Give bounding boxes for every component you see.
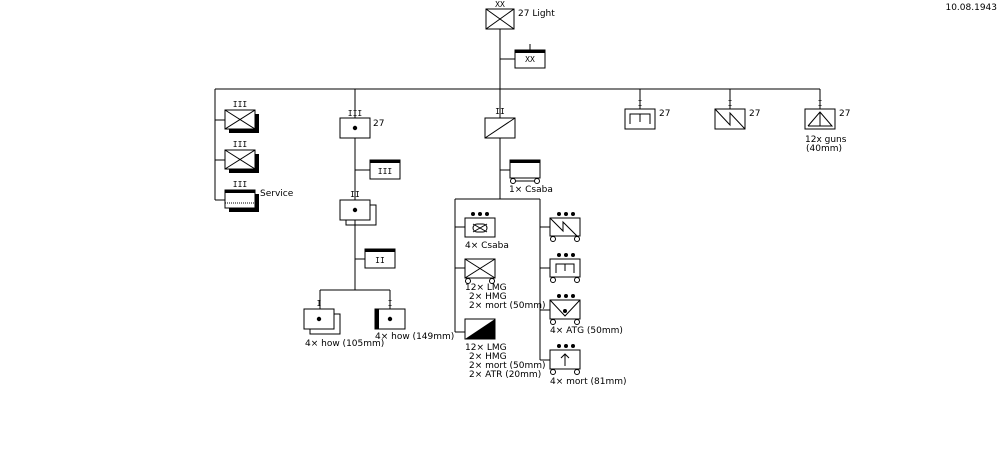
aa-label: 27 xyxy=(839,109,850,119)
engineer-company xyxy=(624,108,656,130)
artillery-regiment-label: 27 xyxy=(373,119,384,129)
artillery-battalion-hq-symbol xyxy=(364,248,396,269)
artillery-battery-105mm xyxy=(303,308,341,335)
infantry-regiment-2-echelon: III xyxy=(233,140,248,149)
division-hq-symbol xyxy=(514,49,546,69)
artillery-battalion xyxy=(339,199,377,226)
recon-unit-2-line-3: 2× mort (50mm) xyxy=(469,301,546,311)
recon-unit-3-line-4: 2× ATR (20mm) xyxy=(469,370,541,380)
recon-unit-2-line-2: 2× HMG xyxy=(469,292,507,302)
recon-unit-3-line-2: 2× HMG xyxy=(469,352,507,362)
artillery-hq-symbol xyxy=(369,159,401,180)
battery-2-label: 4× how (149mm) xyxy=(375,332,454,342)
recon-bicycle-company xyxy=(464,318,496,340)
recon-antitank-platoon xyxy=(549,294,581,325)
infantry-regiment-2 xyxy=(224,149,259,173)
aa-echelon: I xyxy=(818,99,823,108)
division-label: 27 Light xyxy=(518,9,555,19)
signals-echelon: I xyxy=(728,99,733,108)
recon-infantry-company xyxy=(464,258,496,284)
artillery-battalion-echelon: II xyxy=(350,190,360,199)
artillery-hq-echelon: III xyxy=(378,167,393,176)
recon-echelon: II xyxy=(495,107,505,116)
recon-hq-symbol xyxy=(509,159,541,184)
recon-mortar-platoon xyxy=(549,344,581,375)
recon-hq-label: 1× Csaba xyxy=(509,185,553,195)
service-unit xyxy=(224,189,259,212)
signals-label: 27 xyxy=(749,109,760,119)
aa-equipment-line-2: (40mm) xyxy=(806,144,842,154)
artillery-battery-149mm xyxy=(374,308,406,330)
anti-aircraft-company xyxy=(804,108,836,130)
recon-armoured-car-unit xyxy=(464,212,496,238)
recon-unit-3-line-3: 2× mort (50mm) xyxy=(469,361,546,371)
recon-unit-2-line-1: 12× LMG xyxy=(465,283,507,293)
recon-signals-platoon xyxy=(549,212,581,242)
infantry-regiment-1-echelon: III xyxy=(233,100,248,109)
recon-engineer-platoon xyxy=(549,253,581,283)
division-echelon: XX xyxy=(495,0,505,9)
recon-unit-3-line-1: 12× LMG xyxy=(465,343,507,353)
infantry-regiment-1 xyxy=(224,109,259,133)
recon-unit-1-label: 4× Csaba xyxy=(465,241,509,251)
recon-battalion xyxy=(484,117,516,139)
aa-equipment-line-1: 12x guns xyxy=(805,135,847,145)
division-symbol xyxy=(485,8,515,30)
service-echelon: III xyxy=(233,180,248,189)
artillery-battalion-hq-echelon: II xyxy=(375,256,385,265)
recon-unit-7-label: 4× mort (81mm) xyxy=(550,377,627,387)
service-label: Service xyxy=(260,189,294,199)
engineer-echelon: I xyxy=(638,99,643,108)
battery-1-echelon: I xyxy=(317,299,322,308)
battery-1-label: 4× how (105mm) xyxy=(305,339,384,349)
engineer-label: 27 xyxy=(659,109,670,119)
artillery-regiment-echelon: III xyxy=(348,109,363,118)
artillery-regiment xyxy=(339,117,371,139)
division-hq-echelon: XX xyxy=(525,55,535,64)
signals-company xyxy=(714,108,746,130)
date-label: 10.08.1943 xyxy=(945,3,997,13)
recon-unit-6-label: 4× ATG (50mm) xyxy=(550,326,623,336)
battery-2-echelon: I xyxy=(388,299,393,308)
